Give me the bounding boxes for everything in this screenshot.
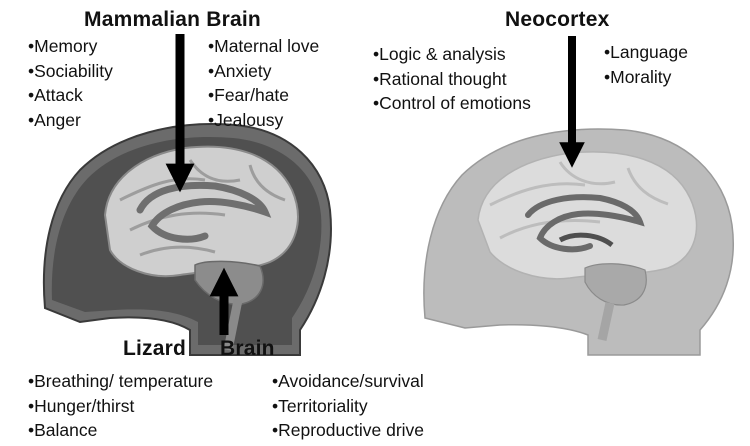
neocortex-title: Neocortex (505, 8, 610, 31)
mammalian-right-list: •Maternal love •Anxiety •Fear/hate •Jeal… (208, 34, 319, 132)
list-item: •Rational thought (373, 68, 507, 89)
list-item: •Attack (28, 85, 83, 105)
lizard-brain-title-word2: Brain (220, 337, 275, 360)
list-item: •Memory (28, 36, 98, 56)
right-head-illustration (423, 128, 734, 356)
list-item: •Reproductive drive (272, 420, 425, 440)
list-item: •Avoidance/survival (272, 371, 424, 391)
list-item: •Logic & analysis (373, 44, 506, 64)
list-item: •Fear/hate (208, 85, 290, 105)
list-item: •Hunger/thirst (28, 395, 135, 416)
mammalian-left-list: •Memory •Sociability •Attack •Anger (28, 34, 113, 132)
lizard-left-list: •Breathing/ temperature •Hunger/thirst •… (28, 369, 213, 443)
list-item: •Breathing/ temperature (28, 371, 214, 391)
list-item: •Control of emotions (373, 93, 531, 113)
lizard-brain-title-word1: Lizard (123, 337, 187, 360)
list-item: •Sociability (28, 60, 113, 81)
mammalian-brain-title: Mammalian Brain (84, 8, 261, 31)
list-item: •Balance (28, 420, 98, 440)
list-item: •Anxiety (208, 60, 272, 81)
neocortex-right-list: •Language •Morality (604, 40, 688, 89)
list-item: •Anger (28, 109, 81, 130)
list-item: •Jealousy (208, 109, 284, 130)
list-item: •Morality (604, 66, 672, 87)
list-item: •Maternal love (208, 36, 320, 56)
list-item: •Territoriality (272, 395, 368, 416)
list-item: •Language (604, 42, 688, 62)
neocortex-left-list: •Logic & analysis •Rational thought •Con… (373, 42, 531, 116)
lizard-right-list: •Avoidance/survival •Territoriality •Rep… (272, 369, 424, 443)
